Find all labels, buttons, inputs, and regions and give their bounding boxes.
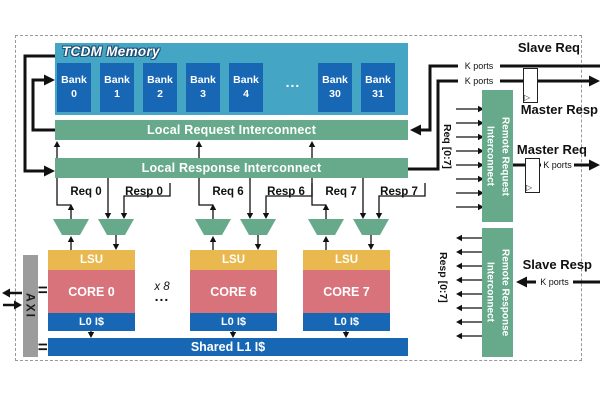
core7-req-label: Req 7 [325, 186, 357, 198]
core6-l0-icache: L0 I$ [190, 313, 277, 331]
ff-clock-icon: ▷ [526, 183, 533, 192]
k-ports-label-slave-req: K ports [458, 60, 500, 72]
core0-l0-icache: L0 I$ [48, 313, 135, 331]
boundary-register-top: ▷ [523, 68, 538, 103]
core0-request-demux [53, 219, 89, 235]
core7-box: CORE 7 [303, 270, 390, 313]
ff-clock-icon: ▷ [524, 93, 531, 102]
core7-resp-label: Resp 7 [380, 186, 418, 198]
core-ellipsis: ... [154, 288, 170, 304]
core6-request-demux [195, 219, 231, 235]
core-multiplier-label: x 8 [154, 281, 170, 293]
shared-l1-icache: Shared L1 I$ [48, 338, 408, 356]
core7-lsu: LSU [303, 250, 390, 270]
resp-bus-label: Resp [0:7] [437, 252, 449, 303]
core6-resp-label: Resp 6 [267, 186, 305, 198]
core0-box: CORE 0 [48, 270, 135, 313]
core0-req-label: Req 0 [70, 186, 102, 198]
boundary-register-master-req: ▷ [525, 158, 540, 193]
core6-response-mux [240, 219, 276, 235]
core0-resp-label: Resp 0 [125, 186, 163, 198]
slave-resp-label: Slave Resp [522, 257, 592, 272]
k-ports-label-master-resp: K ports [458, 75, 500, 87]
req-bus-label: Req [0:7] [441, 124, 453, 169]
k-ports-label-master-req: K ports [541, 159, 574, 171]
master-req-label: Master Req [516, 142, 587, 157]
core7-request-demux [308, 219, 344, 235]
axi-port-bar: AXI [23, 255, 38, 357]
slave-req-label: Slave Req [517, 40, 580, 55]
local-request-interconnect: Local Request Interconnect [55, 120, 408, 140]
core0-response-mux [98, 219, 134, 235]
tcdm-memory-title: TCDM Memory [62, 44, 160, 59]
core6-lsu: LSU [190, 250, 277, 270]
core7-l0-icache: L0 I$ [303, 313, 390, 331]
axi-label: AXI [23, 292, 38, 319]
local-response-interconnect: Local Response Interconnect [55, 158, 408, 178]
core6-box: CORE 6 [190, 270, 277, 313]
cluster-boundary-dashed-border [15, 35, 582, 361]
core6-req-label: Req 6 [212, 186, 244, 198]
master-resp-label: Master Resp [520, 102, 598, 117]
core0-lsu: LSU [48, 250, 135, 270]
core7-response-mux [353, 219, 389, 235]
k-ports-label-slave-resp: K ports [536, 276, 573, 288]
bank-ellipsis: ... [285, 74, 301, 90]
